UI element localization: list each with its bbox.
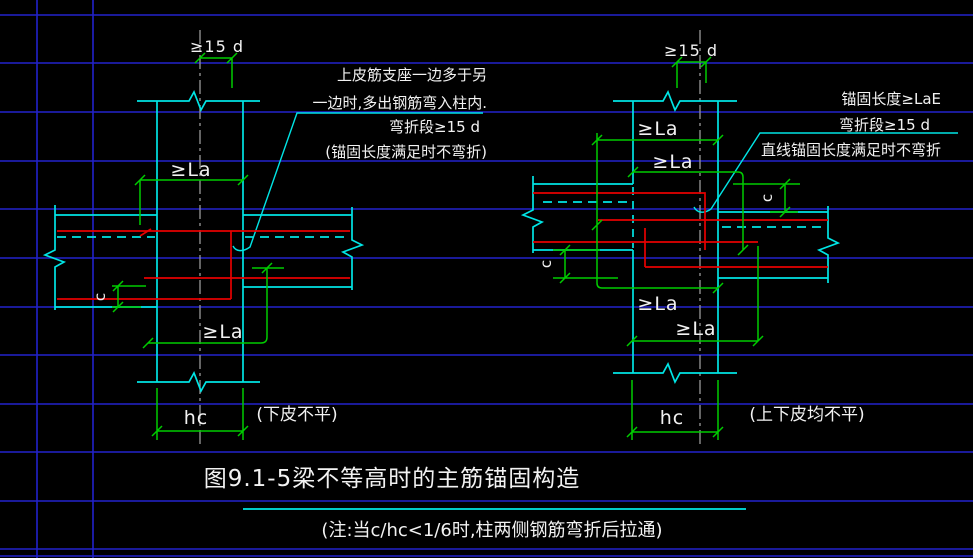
rebar-lines (57, 228, 350, 300)
annotation-leader (693, 132, 958, 213)
annotation-line: 弯折段≥15 d (839, 116, 930, 134)
right-detail-caption: (上下皮均不平) (749, 405, 864, 425)
left-beam-top-rebar-bent (533, 192, 706, 250)
dim-15d (671, 56, 712, 88)
right-beam-end-break (816, 206, 841, 283)
figure-note: (注:当c/hc<1/6时,柱两侧钢筋弯折后拉通) (321, 520, 662, 541)
column-bottom-break (613, 362, 737, 384)
dim-c-right-label: c (758, 194, 776, 202)
dim-hc-label: hc (184, 407, 209, 429)
annotation-line: (锚固长度满足时不弯折) (325, 143, 487, 161)
dim-hc (626, 380, 724, 440)
dim-15d-label: ≥15 d (190, 37, 244, 56)
right-detail: ≥15 d ≥La ≥La ≥La ≥La c c hc (上下皮均不平) 锚固… (520, 30, 958, 445)
left-detail-caption: (下皮不平) (256, 405, 337, 425)
dimension-lines (553, 56, 800, 440)
dim-la-4 (626, 246, 764, 347)
dim-15d (194, 52, 238, 88)
dim-la-2 (627, 166, 749, 256)
column-top-break (137, 90, 260, 112)
dim-la-2-label: ≥La (652, 151, 693, 173)
dimension-lines (112, 52, 284, 440)
annotation-leader (232, 112, 483, 252)
dim-la-bottom-label: ≥La (202, 321, 243, 343)
dim-c (112, 280, 146, 313)
left-beam-end-break (42, 205, 67, 310)
left-annotation: 上皮筋支座一边多于另 一边时,多出钢筋弯入柱内. 弯折段≥15 d (锚固长度满… (312, 66, 487, 161)
column-top-break (613, 90, 737, 112)
dim-la-1 (591, 133, 724, 283)
dim-c-left (553, 244, 618, 284)
dim-hc (151, 388, 249, 440)
dim-c-right (733, 178, 800, 218)
dim-15d-label: ≥15 d (664, 41, 718, 60)
column-bottom-break (137, 371, 260, 393)
annotation-line: 弯折段≥15 d (389, 118, 480, 136)
dim-la-3 (596, 282, 724, 294)
dim-la-bottom (142, 262, 284, 349)
annotation-line: 一边时,多出钢筋弯入柱内. (312, 94, 487, 112)
title-block: 图9.1-5梁不等高时的主筋锚固构造 (注:当c/hc<1/6时,柱两侧钢筋弯折… (204, 466, 746, 541)
right-beam-bottom-rebar-bent (644, 228, 828, 268)
dim-la-3-label: ≥La (637, 293, 678, 315)
dim-hc-label: hc (660, 407, 685, 429)
dim-c-left-label: c (537, 260, 555, 268)
right-annotation: 锚固长度≥LaE 弯折段≥15 d 直线锚固长度满足时不弯折 (761, 90, 941, 159)
concrete-outline (520, 90, 958, 384)
dim-la-top-label: ≥La (170, 159, 211, 181)
annotation-line: 上皮筋支座一边多于另 (337, 66, 487, 84)
dim-la-4-label: ≥La (675, 318, 716, 340)
dim-la-1-label: ≥La (637, 118, 678, 140)
annotation-line: 直线锚固长度满足时不弯折 (761, 141, 941, 159)
left-detail: ≥15 d ≥La c ≥La hc (下皮不平) 上皮筋支座一边多于另 一边时… (42, 30, 487, 445)
concrete-outline (42, 90, 483, 393)
left-beam-end-break (520, 176, 545, 253)
figure-title: 图9.1-5梁不等高时的主筋锚固构造 (204, 466, 581, 492)
top-rebar-tick (139, 228, 152, 237)
dim-c-label: c (91, 293, 109, 301)
annotation-line: 锚固长度≥LaE (841, 90, 941, 108)
right-beam-end-break (340, 207, 365, 290)
rebar-lines (533, 192, 828, 268)
dim-la-top (134, 174, 249, 225)
